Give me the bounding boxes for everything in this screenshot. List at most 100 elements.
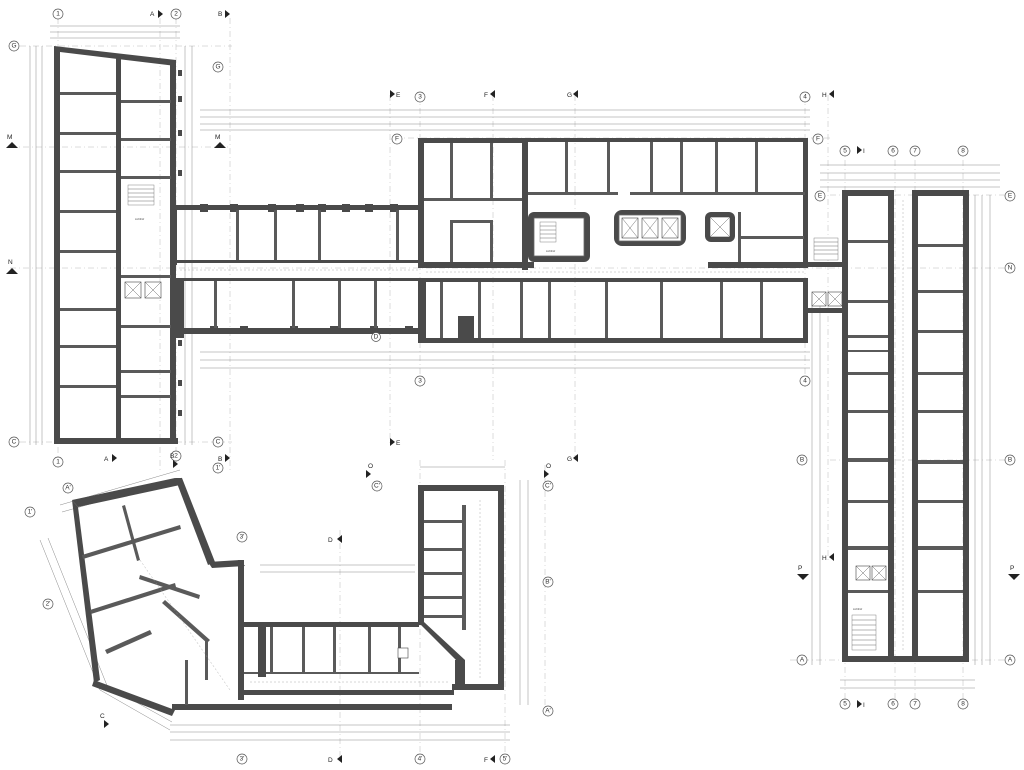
lift-cluster-center — [614, 210, 686, 246]
section-mark-g-bottom: G — [567, 454, 578, 463]
grid-bubble-4-bottom: 4 — [799, 375, 811, 387]
svg-text:F: F — [484, 92, 488, 99]
svg-text:5: 5 — [843, 148, 847, 155]
svg-text:2: 2 — [174, 11, 178, 18]
grid-bubble-g-right: G — [212, 61, 224, 73]
svg-text:1: 1 — [56, 459, 60, 466]
room-label-left-stair: Lichthof — [135, 217, 144, 221]
svg-text:4: 4 — [803, 378, 807, 385]
grid-bubble-1: 1 — [52, 8, 64, 20]
section-mark-o-right: O — [544, 463, 551, 478]
section-mark-p-left: P — [797, 565, 809, 580]
center-block — [418, 138, 808, 343]
grid-bubble-cp-left: C' — [371, 480, 383, 492]
svg-text:N: N — [1008, 265, 1013, 272]
grid-bubble-3: 3 — [414, 91, 426, 103]
grid-bubble-ap-left: A' — [62, 482, 74, 494]
grid-bubble-6-bottom: 6 — [887, 698, 899, 710]
svg-text:A': A' — [65, 485, 71, 492]
svg-text:O: O — [368, 463, 373, 470]
grid-bubbles: 1 2 G G C C 1 2 3 4 3 4 F F D 5 6 7 8 E … — [8, 8, 1016, 765]
grid-bubble-6: 6 — [887, 145, 899, 157]
grid-bubble-d: D — [371, 332, 381, 342]
grid-bubble-3-bottom: 3 — [414, 375, 426, 387]
svg-text:A: A — [1008, 657, 1013, 664]
svg-text:D: D — [374, 334, 379, 341]
svg-text:3: 3 — [418, 378, 422, 385]
grid-bubble-4: 4 — [799, 91, 811, 103]
stair-right-wing — [851, 614, 877, 651]
grid-bubble-g-top: G — [8, 40, 20, 52]
section-mark-d-top: D — [328, 535, 342, 544]
section-mark-h-top: H — [822, 90, 834, 99]
svg-text:8: 8 — [961, 701, 965, 708]
grid-bubble-5p-bottom: 5' — [499, 753, 511, 765]
section-mark-m-right: M — [214, 134, 226, 148]
svg-text:1: 1 — [56, 11, 60, 18]
section-mark-n-left: N — [6, 259, 18, 274]
svg-text:6: 6 — [891, 701, 895, 708]
svg-text:F: F — [395, 136, 399, 143]
svg-text:G: G — [567, 456, 572, 463]
grid-bubble-2p: 2' — [42, 598, 54, 610]
svg-text:A': A' — [545, 708, 551, 715]
svg-text:B: B — [170, 453, 174, 460]
grid-bubble-1p: 1' — [24, 506, 36, 518]
middle-wing — [172, 204, 422, 338]
svg-text:O: O — [546, 463, 551, 470]
grid-bubble-f-right: F — [812, 133, 824, 145]
connector — [808, 237, 846, 313]
grid-bubble-ap: A' — [542, 705, 554, 717]
svg-text:1': 1' — [216, 465, 221, 472]
grid-bubble-2-bottom: 2 — [170, 450, 182, 462]
svg-text:B': B' — [545, 579, 551, 586]
grid-bubble-8: 8 — [957, 145, 969, 157]
grid-bubble-3p: 3' — [236, 531, 248, 543]
section-markers: A B M M N E F G H I E G A B O O D D F P … — [6, 10, 1020, 764]
grid-bubble-c-right: C — [212, 436, 224, 448]
svg-text:C: C — [216, 439, 221, 446]
section-mark-a-top: A — [150, 10, 163, 18]
svg-text:3': 3' — [240, 756, 245, 763]
svg-text:A: A — [800, 657, 805, 664]
grid-bubble-2: 2 — [170, 8, 182, 20]
svg-text:B: B — [1008, 457, 1012, 464]
svg-text:A: A — [150, 11, 155, 18]
grid-bubble-7: 7 — [909, 145, 921, 157]
svg-text:E: E — [396, 440, 401, 447]
grid-bubble-4p-bottom: 4' — [414, 753, 426, 765]
svg-text:H: H — [822, 92, 827, 99]
svg-text:7: 7 — [913, 701, 917, 708]
grid-bubble-a-left: A — [796, 654, 808, 666]
svg-text:F: F — [484, 757, 488, 764]
svg-text:G: G — [11, 43, 16, 50]
svg-text:4': 4' — [418, 756, 423, 763]
section-mark-i-top: I — [857, 146, 865, 155]
grid-bubble-c-left: C — [8, 436, 20, 448]
grid-bubble-cp-right: C' — [542, 480, 554, 492]
svg-text:6: 6 — [891, 148, 895, 155]
svg-text:F: F — [816, 136, 820, 143]
right-wing — [842, 190, 969, 662]
section-mark-d-bottom: D — [328, 755, 342, 764]
stair-center — [528, 212, 590, 262]
room-label-right-stair: Lichthof — [853, 607, 862, 611]
section-mark-f-top: F — [484, 90, 495, 99]
svg-text:5': 5' — [503, 756, 508, 763]
section-mark-a-bottom: A — [104, 454, 117, 463]
dimension-lines — [29, 25, 1000, 741]
grid-bubble-1p-top: 1' — [212, 462, 224, 474]
svg-text:8: 8 — [961, 148, 965, 155]
lifts-right-wing — [855, 565, 887, 581]
svg-text:4: 4 — [803, 94, 807, 101]
section-mark-e-bottom: E — [390, 438, 401, 447]
svg-text:7: 7 — [913, 148, 917, 155]
grid-bubble-a-right: A — [1004, 654, 1016, 666]
svg-text:3: 3 — [418, 94, 422, 101]
room-labels: Lichthof Lichthof Lichthof — [135, 217, 862, 611]
grid-bubble-5: 5 — [839, 145, 851, 157]
svg-text:E: E — [396, 92, 401, 99]
svg-text:B: B — [218, 456, 222, 463]
svg-text:G: G — [567, 92, 572, 99]
